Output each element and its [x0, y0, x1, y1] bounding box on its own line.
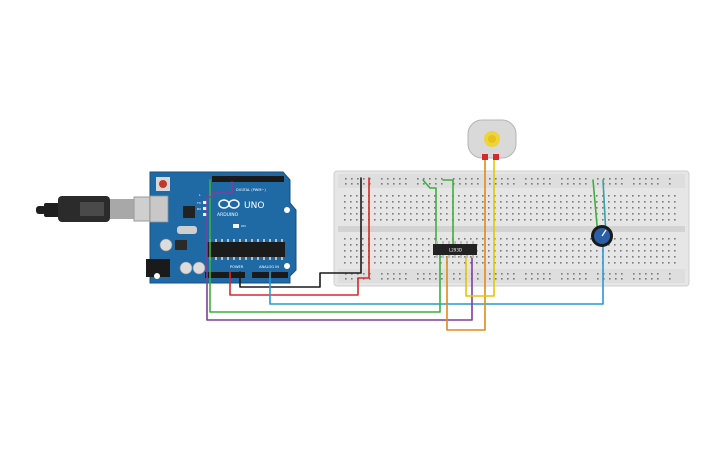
arduino-model-label: UNO	[244, 201, 264, 211]
analog-label: ANALOG IN	[259, 265, 279, 269]
arduino-uno-board[interactable]: ARDUINO UNO DIGITAL (PWM~) POWER ANALOG …	[146, 171, 297, 284]
wire-red-5v[interactable]	[229, 177, 370, 296]
arduino-logo-icon	[218, 199, 240, 209]
l-label: L	[199, 193, 201, 197]
l293d-chip[interactable]: L293D	[433, 241, 477, 258]
usb-cable[interactable]	[36, 196, 167, 222]
wire-green-pwm[interactable]	[209, 179, 441, 313]
digital-header[interactable]	[212, 176, 284, 182]
rx-label: RX	[197, 207, 201, 211]
arduino-brand-label: ARDUINO	[217, 212, 239, 218]
tx-label: TX	[196, 201, 201, 205]
wire-green-chip-top[interactable]	[442, 179, 454, 245]
wire-black-gnd[interactable]	[239, 177, 362, 288]
wire-orange-motor[interactable]	[446, 154, 486, 331]
wire-purple-dir[interactable]	[206, 181, 473, 321]
digital-header-label: DIGITAL (PWM~)	[236, 188, 266, 192]
dc-motor[interactable]	[467, 119, 517, 160]
on-label: ON	[241, 224, 246, 228]
wire-green-left[interactable]	[422, 179, 437, 245]
power-header[interactable]	[205, 272, 245, 278]
chip-label: L293D	[449, 248, 462, 253]
power-label: POWER	[230, 265, 244, 269]
breadboard[interactable]	[333, 170, 690, 287]
wire-yellow-motor[interactable]	[465, 154, 495, 297]
potentiometer[interactable]	[591, 225, 613, 247]
wire-blue-analog[interactable]	[269, 239, 604, 305]
power-jack	[146, 259, 170, 277]
atmega-chip	[207, 242, 285, 257]
